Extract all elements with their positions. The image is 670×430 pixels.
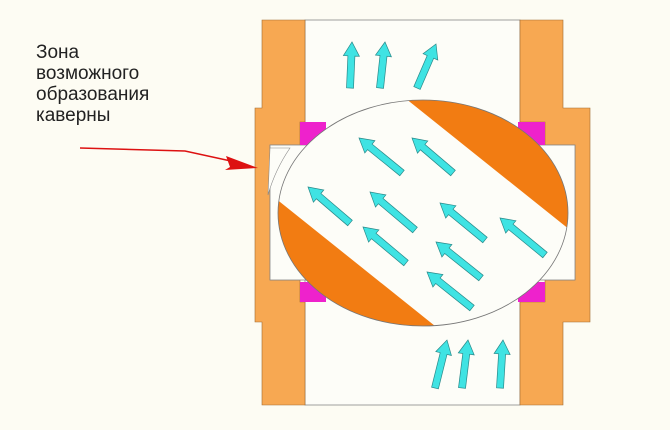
flow-arrow-icon (493, 339, 511, 389)
flow-arrow-icon (342, 41, 360, 89)
cavitation-zone-label: Зона возможного образования каверны (36, 42, 149, 126)
label-line: Зона (36, 42, 80, 63)
flow-arrow-icon (369, 191, 418, 234)
flow-arrow-icon (358, 137, 405, 177)
pointer-arrow (79, 147, 258, 170)
flow-arrow-icon (413, 43, 439, 90)
flow-arrow-icon (307, 186, 353, 227)
flow-arrows (307, 41, 548, 390)
label-line: возможного (36, 63, 140, 84)
flow-arrow-icon (374, 41, 392, 89)
label-line: образования (36, 84, 150, 105)
label-line: каверны (36, 105, 111, 126)
flow-arrow-icon (499, 217, 548, 259)
cavitation-zone (267, 147, 291, 196)
flow-arrow-icon (362, 226, 409, 267)
flow-arrow-icon (435, 241, 484, 282)
flow-arrow-icon (439, 202, 488, 244)
flow-arrow-icon (431, 339, 452, 390)
flow-arrow-icon (426, 271, 475, 312)
flow-arrow-icon (411, 137, 456, 177)
flow-arrow-icon (457, 339, 475, 389)
